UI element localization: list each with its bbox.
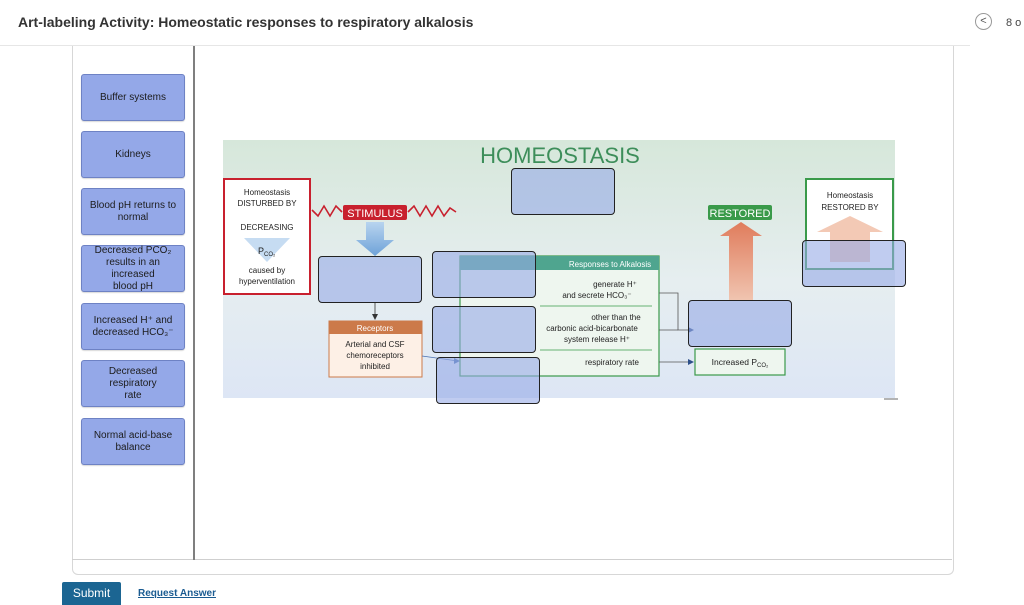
- receptors-line3: inhibited: [360, 362, 390, 371]
- panel-divider: [193, 46, 195, 560]
- activity-frame: [72, 46, 954, 575]
- page-count: 8 o: [1006, 17, 1022, 29]
- response2-line1: other than the: [591, 313, 641, 322]
- receptors-header-text: Receptors: [357, 324, 393, 333]
- disturbed-line2: DISTURBED BY: [237, 199, 297, 208]
- response2-line2: carbonic acid-bicarbonate: [546, 324, 638, 333]
- stimulus-wave-line: [311, 204, 343, 218]
- decreasing-arrow: [244, 238, 290, 262]
- increased-pco2-text: Increased PCO₂: [712, 357, 769, 369]
- label-buffer-systems[interactable]: Buffer systems: [81, 74, 185, 121]
- drop-zone-response-1[interactable]: [432, 251, 536, 298]
- label-text: Increased H⁺ and decreased HCO₃⁻: [92, 314, 174, 338]
- stimulus-text: STIMULUS: [347, 208, 403, 220]
- stimulus-arrow: [356, 222, 394, 256]
- label-text: Decreased PCO₂ results in an increased b…: [94, 244, 172, 292]
- label-normal-acid-base-balance[interactable]: Normal acid-base balance: [81, 418, 185, 465]
- stimulus-badge: [343, 205, 407, 220]
- caused-by-label: caused by: [249, 266, 285, 275]
- label-text: Decreased respiratory rate: [108, 365, 158, 401]
- diagram-panel-bottom-line: [195, 559, 952, 560]
- label-text: Buffer systems: [100, 91, 166, 103]
- increased-pco2-box: [694, 348, 786, 376]
- bracket-connector: [659, 292, 692, 331]
- drop-zone-response-2[interactable]: [432, 306, 536, 353]
- disturbed-box: [223, 178, 311, 295]
- restored-box-line1: Homeostasis: [827, 191, 873, 200]
- restored-box-line2: RESTORED BY: [821, 203, 879, 212]
- label-decreased-respiratory-rate[interactable]: Decreased respiratory rate: [81, 360, 185, 407]
- hyperventilation-label: hyperventilation: [239, 277, 295, 286]
- drop-zone-stimulus[interactable]: [318, 256, 422, 303]
- drop-zone-response-3[interactable]: [436, 357, 540, 404]
- response2-line3: system release H⁺: [564, 335, 630, 344]
- label-text: Normal acid-base balance: [93, 429, 173, 453]
- restored-badge: [708, 205, 772, 220]
- receptors-line2: chemoreceptors: [346, 351, 403, 360]
- decreasing-label: DECREASING: [241, 223, 294, 232]
- stimulus-wave-line-right: [407, 204, 457, 218]
- receptors-header: [329, 321, 422, 334]
- previous-page-button[interactable]: <: [975, 13, 992, 30]
- request-answer-link[interactable]: Request Answer: [138, 588, 216, 599]
- response1-line2: and secrete HCO₃⁻: [562, 291, 631, 300]
- drop-zone-restored-by[interactable]: [802, 240, 906, 287]
- submit-button[interactable]: Submit: [62, 582, 121, 605]
- label-text: Kidneys: [115, 148, 151, 160]
- label-increased-h-decreased-hco3[interactable]: Increased H⁺ and decreased HCO₃⁻: [81, 303, 185, 350]
- homeostasis-diagram: HOMEOSTASIS Homeostasis DISTURBED BY DEC…: [223, 140, 898, 400]
- diagram-title: HOMEOSTASIS: [480, 143, 640, 168]
- drop-zone-effect[interactable]: [688, 300, 792, 347]
- label-panel-bottom-line: [72, 559, 194, 560]
- response3-text: respiratory rate: [585, 358, 639, 367]
- response1-line1: generate H⁺: [593, 280, 637, 289]
- label-blood-ph-returns-to-normal[interactable]: Blood pH returns to normal: [81, 188, 185, 235]
- pco2-label: PCO₂: [258, 246, 276, 258]
- receptors-line1: Arterial and CSF: [345, 340, 404, 349]
- label-kidneys[interactable]: Kidneys: [81, 131, 185, 178]
- label-text: Blood pH returns to normal: [89, 199, 177, 223]
- page-title: Art-labeling Activity: Homeostatic respo…: [18, 14, 474, 30]
- drop-zone-homeostasis-center[interactable]: [511, 168, 615, 215]
- header-divider: [0, 45, 970, 46]
- restored-text: RESTORED: [710, 208, 771, 220]
- label-decreased-pco2[interactable]: Decreased PCO₂ results in an increased b…: [81, 245, 185, 292]
- restored-arrow: [720, 222, 762, 300]
- disturbed-line1: Homeostasis: [244, 188, 290, 197]
- responses-header-text: Responses to Alkalosis: [569, 260, 651, 269]
